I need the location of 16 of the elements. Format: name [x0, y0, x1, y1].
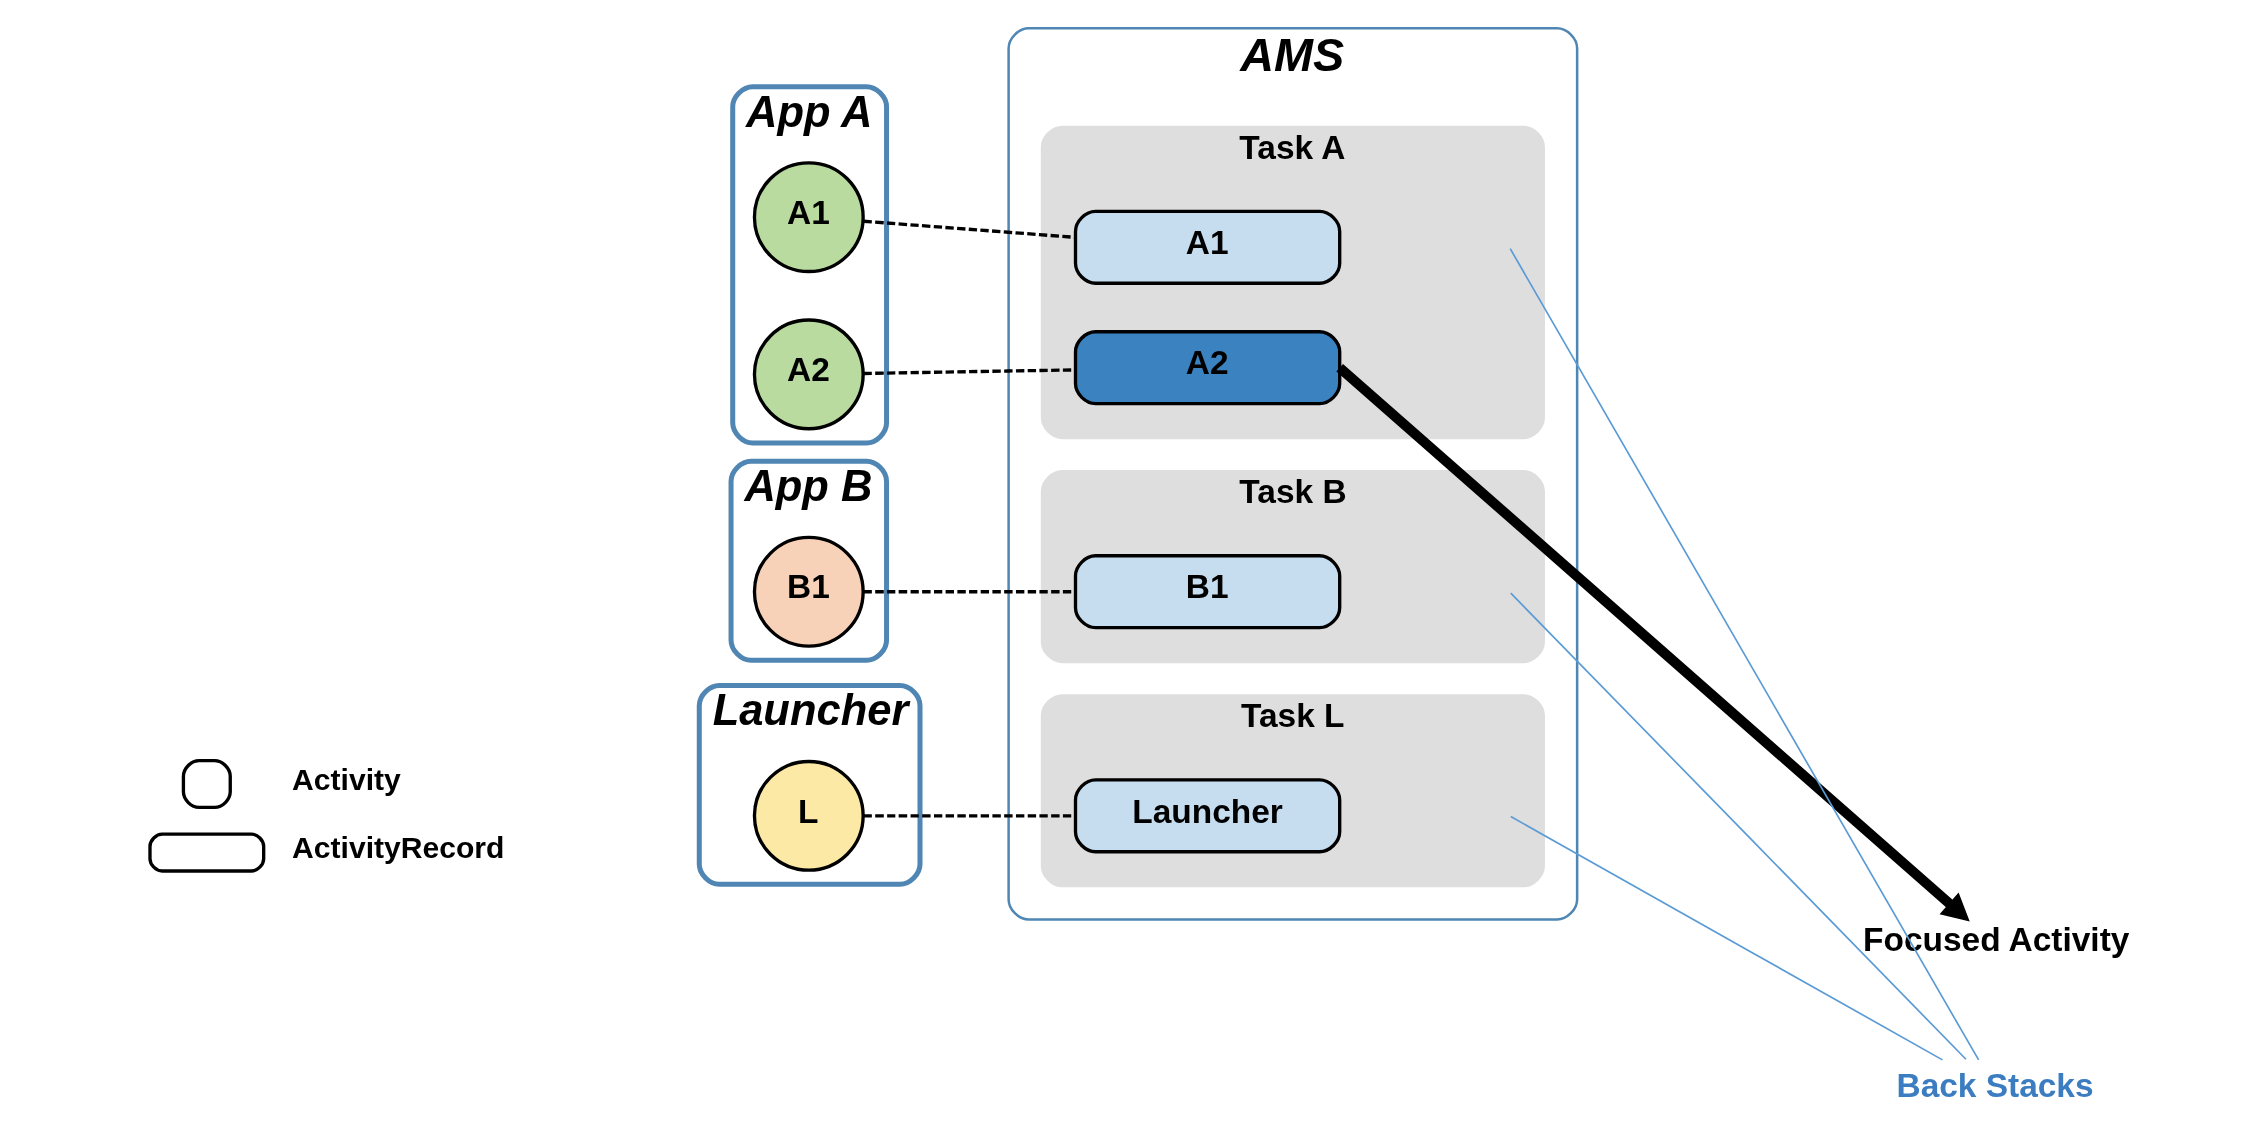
legend-label: Activity — [292, 762, 401, 796]
node-box: A2 — [1073, 330, 1342, 406]
node-text: Back Stacks — [1896, 1066, 2094, 1104]
node-box: B1 — [1073, 554, 1342, 630]
node-box: Launcher — [1073, 778, 1342, 854]
legend-label: ActivityRecord — [292, 831, 505, 865]
connector — [863, 219, 1076, 240]
connector — [1509, 592, 1967, 1061]
node-circle: A2 — [752, 318, 865, 431]
node-circle: L — [752, 759, 865, 872]
node-box: A1 — [1073, 209, 1342, 285]
node-circle: A1 — [752, 161, 865, 274]
arrow — [1336, 363, 1970, 922]
connector — [1509, 815, 1944, 1061]
connector — [1509, 247, 1980, 1061]
node-circle: B1 — [752, 535, 865, 648]
